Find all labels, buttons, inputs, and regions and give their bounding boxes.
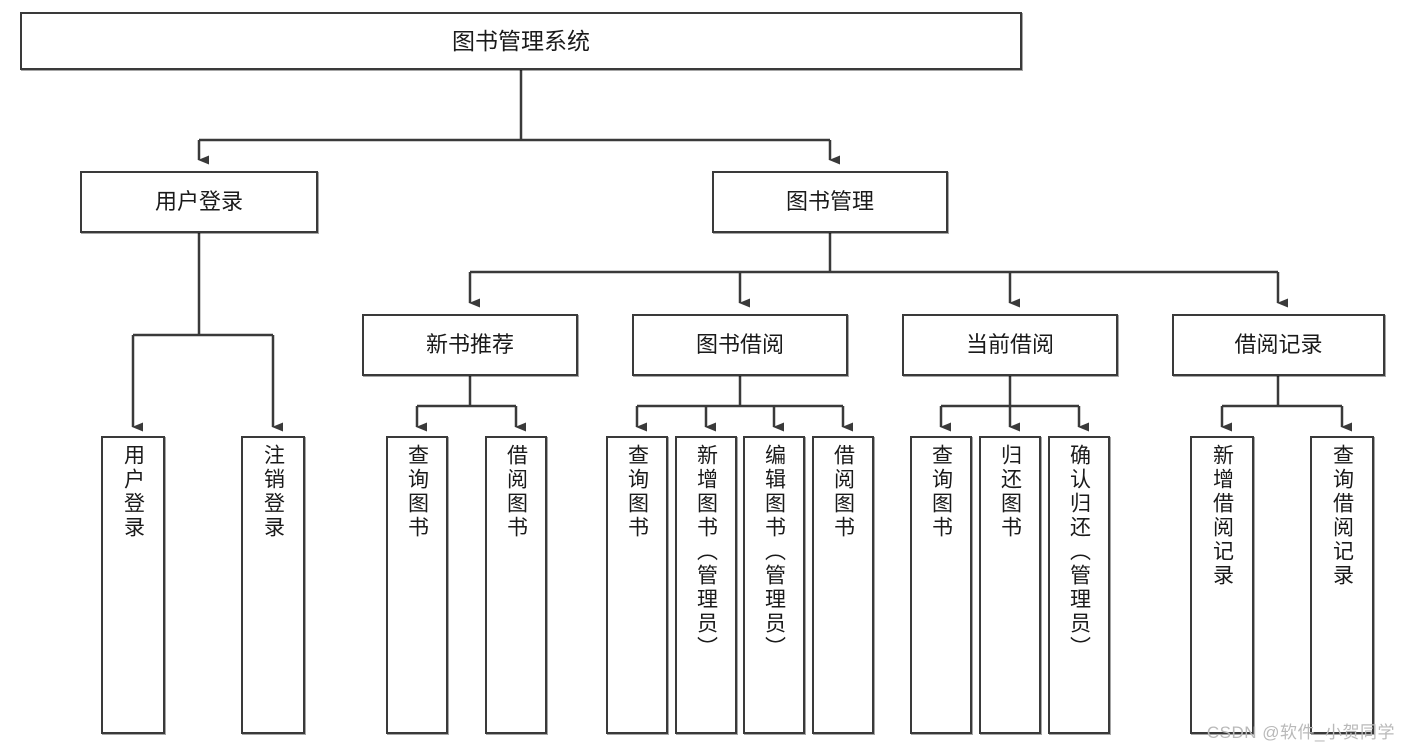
leaf-edit-book-admin[interactable]: 编辑图书（管理员） — [743, 436, 805, 734]
node-label: 新增图书（管理员） — [694, 444, 718, 660]
node-label: 新增借阅记录 — [1210, 444, 1234, 588]
node-borrow-records[interactable]: 借阅记录 — [1172, 314, 1385, 376]
node-new-book-recommend[interactable]: 新书推荐 — [362, 314, 578, 376]
node-root-system[interactable]: 图书管理系统 — [20, 12, 1022, 70]
node-label: 查询图书 — [405, 444, 429, 540]
leaf-query-book-current[interactable]: 查询图书 — [910, 436, 972, 734]
leaf-query-book-borrow[interactable]: 查询图书 — [606, 436, 668, 734]
node-label: 借阅记录 — [1234, 332, 1323, 358]
leaf-query-borrow-record[interactable]: 查询借阅记录 — [1310, 436, 1374, 734]
node-book-management[interactable]: 图书管理 — [712, 171, 948, 233]
leaf-borrow-book[interactable]: 借阅图书 — [812, 436, 874, 734]
node-label: 用户登录 — [121, 444, 145, 540]
leaf-query-book-new[interactable]: 查询图书 — [386, 436, 448, 734]
node-label: 新书推荐 — [425, 332, 514, 358]
leaf-add-borrow-record[interactable]: 新增借阅记录 — [1190, 436, 1254, 734]
node-label: 当前借阅 — [965, 332, 1054, 358]
node-current-borrow[interactable]: 当前借阅 — [902, 314, 1118, 376]
node-label: 用户登录 — [154, 189, 243, 215]
leaf-return-book[interactable]: 归还图书 — [979, 436, 1041, 734]
node-label: 图书管理 — [785, 189, 874, 215]
node-label: 查询图书 — [929, 444, 953, 540]
node-label: 借阅图书 — [831, 444, 855, 540]
node-label: 注销登录 — [261, 444, 285, 540]
node-label: 确认归还（管理员） — [1067, 444, 1091, 660]
leaf-borrow-book-new[interactable]: 借阅图书 — [485, 436, 547, 734]
leaf-add-book-admin[interactable]: 新增图书（管理员） — [675, 436, 737, 734]
node-user-login[interactable]: 用户登录 — [80, 171, 318, 233]
node-label: 图书借阅 — [695, 332, 784, 358]
node-label: 查询借阅记录 — [1330, 444, 1354, 588]
leaf-logout[interactable]: 注销登录 — [241, 436, 305, 734]
node-label: 查询图书 — [625, 444, 649, 540]
node-book-borrow[interactable]: 图书借阅 — [632, 314, 848, 376]
node-label: 编辑图书（管理员） — [762, 444, 786, 660]
node-label: 图书管理系统 — [452, 27, 590, 54]
node-label: 借阅图书 — [504, 444, 528, 540]
leaf-confirm-return-admin[interactable]: 确认归还（管理员） — [1048, 436, 1110, 734]
node-label: 归还图书 — [998, 444, 1022, 540]
leaf-user-login[interactable]: 用户登录 — [101, 436, 165, 734]
